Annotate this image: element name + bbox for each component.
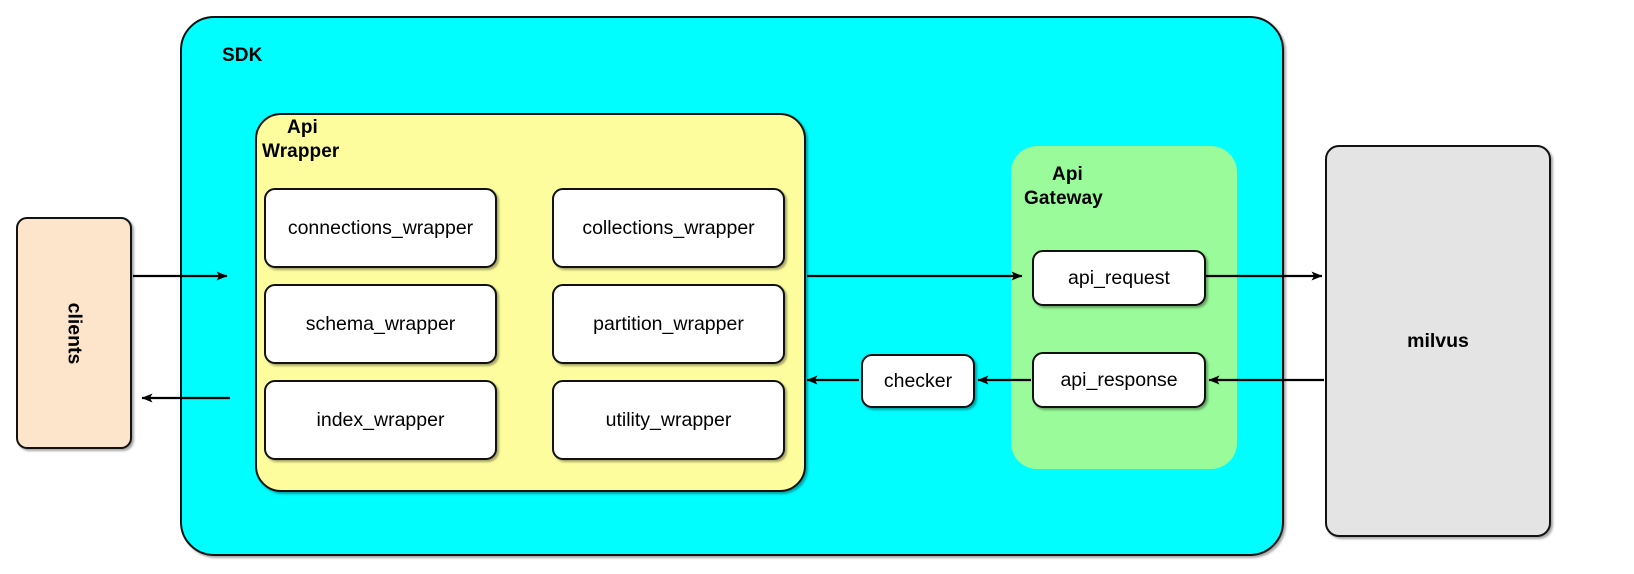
node-connections-wrapper[interactable]: connections_wrapper	[264, 188, 497, 268]
node-api-request[interactable]: api_request	[1032, 250, 1206, 306]
node-partition-wrapper[interactable]: partition_wrapper	[552, 284, 785, 364]
label-sdk: SDK	[222, 45, 263, 66]
node-checker[interactable]: checker	[861, 354, 975, 408]
label-api-wrapper: Api Wrapper	[262, 117, 340, 163]
node-utility-wrapper[interactable]: utility_wrapper	[552, 380, 785, 460]
node-schema-wrapper[interactable]: schema_wrapper	[264, 284, 497, 364]
node-api-response[interactable]: api_response	[1032, 352, 1206, 408]
node-index-wrapper[interactable]: index_wrapper	[264, 380, 497, 460]
container-api-gateway[interactable]	[1011, 146, 1237, 469]
node-clients[interactable]: clients	[16, 217, 132, 449]
label-api-gateway: Api Gateway	[1024, 164, 1103, 210]
node-clients-label: clients	[63, 302, 86, 364]
node-collections-wrapper[interactable]: collections_wrapper	[552, 188, 785, 268]
node-milvus[interactable]: milvus	[1325, 145, 1551, 537]
